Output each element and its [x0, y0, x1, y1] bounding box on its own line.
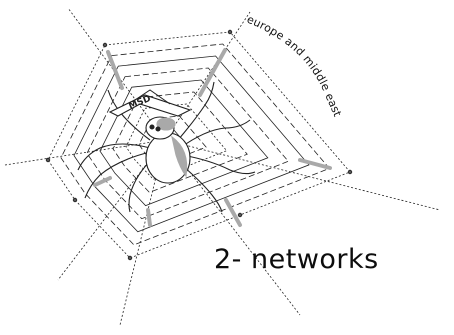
web-knot	[238, 213, 242, 217]
web-knot	[103, 43, 107, 47]
web-knot	[348, 170, 352, 174]
web-knot	[228, 30, 232, 34]
web-knot	[73, 198, 77, 202]
page-caption: 2- networks	[214, 244, 379, 275]
hat-label: MSD	[127, 94, 152, 112]
region-label-text: europe and middle east	[245, 13, 344, 119]
web-knot	[128, 256, 132, 260]
web-ring	[61, 44, 329, 245]
web-knot	[46, 158, 50, 162]
region-label: europe and middle east	[245, 13, 344, 119]
